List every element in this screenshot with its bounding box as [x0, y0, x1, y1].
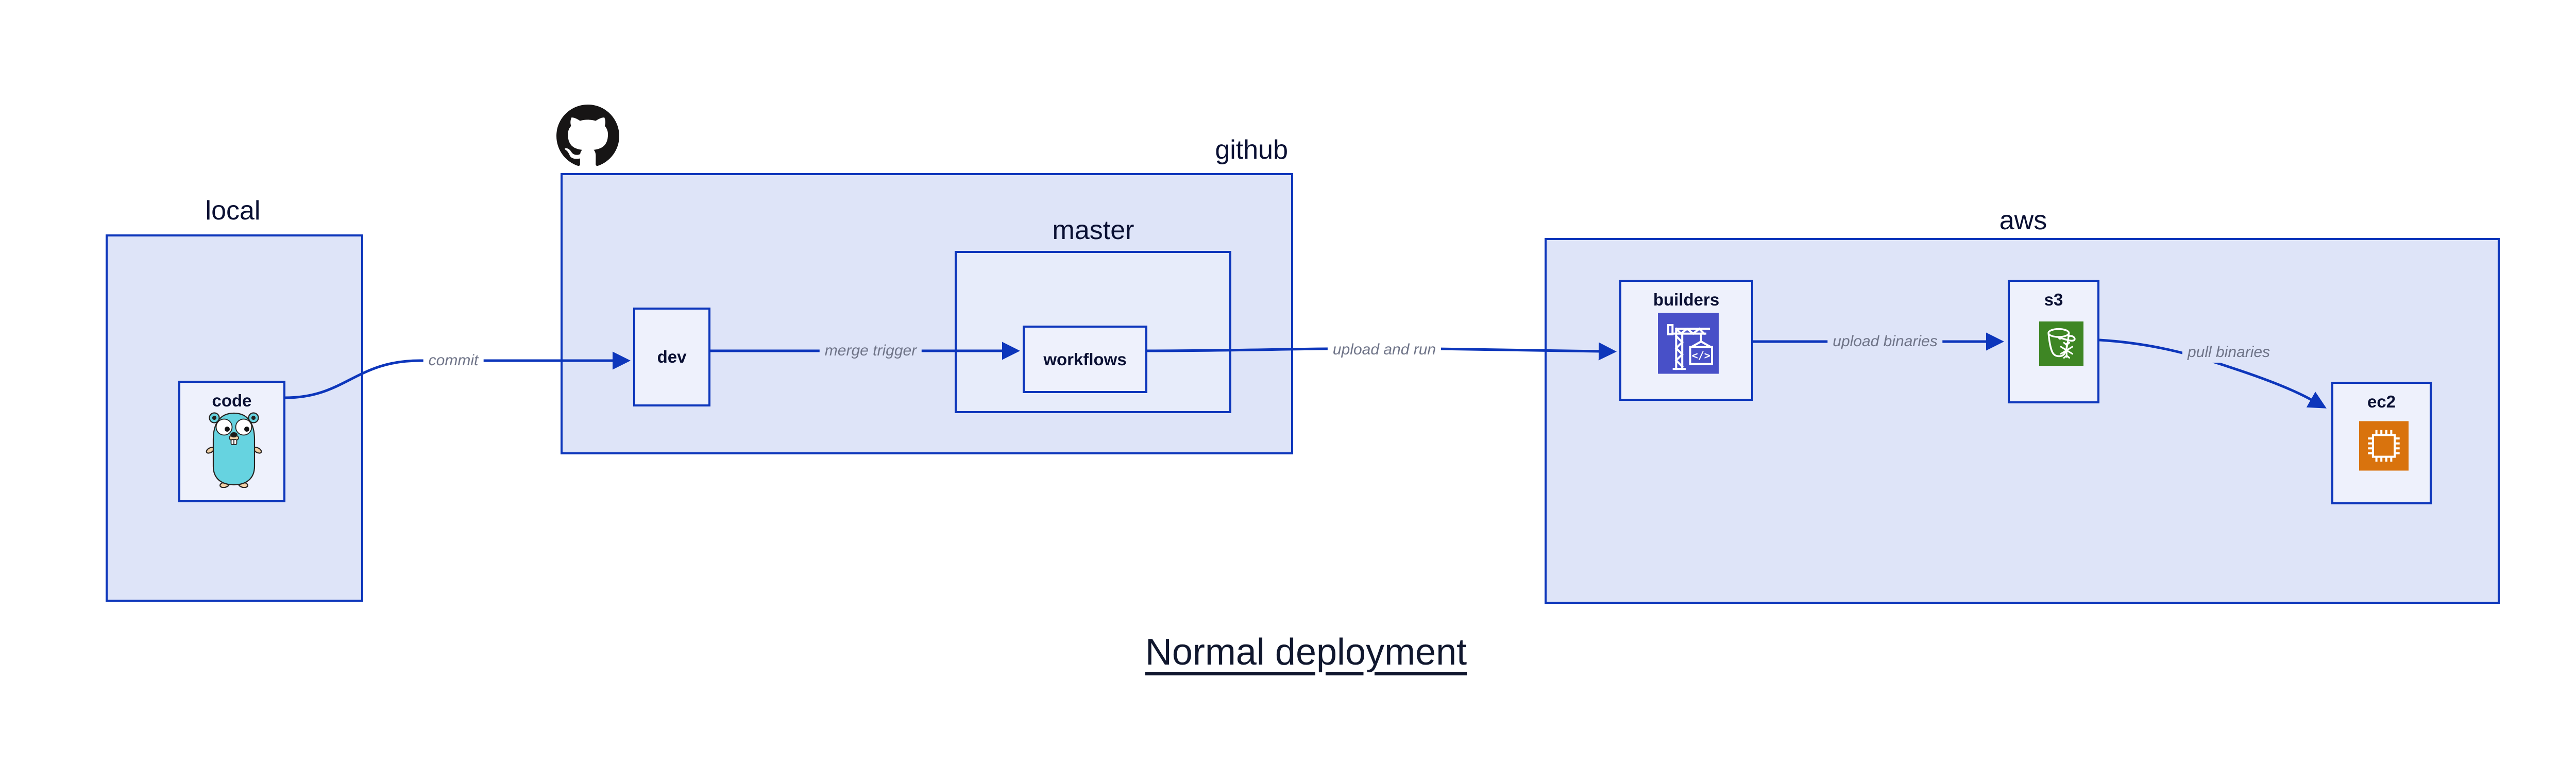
ec2-node-label: ec2: [2367, 392, 2396, 411]
builders-node: builders </>: [1619, 280, 1753, 401]
workflows-node: workflows: [1023, 326, 1147, 393]
builders-node-label: builders: [1653, 290, 1720, 309]
aws-container-label: aws: [1999, 206, 2047, 235]
dev-node: dev: [633, 308, 710, 406]
dev-node-label: dev: [657, 347, 687, 366]
aws-s3-glacier-bucket-icon: [2039, 321, 2084, 366]
codebuild-code-glyph: </>: [1692, 349, 1710, 362]
s3-node-label: s3: [2044, 290, 2063, 309]
s3-node: s3: [2008, 280, 2099, 403]
merge-trigger-edge-label: merge trigger: [819, 341, 922, 361]
github-octocat-icon: [556, 105, 619, 167]
upload-binaries-edge-label: upload binaries: [1827, 331, 1943, 352]
commit-edge-label: commit: [423, 350, 484, 371]
github-container-label: github: [1215, 135, 1288, 165]
master-container-label: master: [1052, 215, 1134, 245]
go-gopher-icon: [206, 410, 262, 488]
aws-ec2-chip-icon: [2359, 420, 2409, 471]
ec2-node: ec2: [2331, 382, 2432, 504]
upload-and-run-edge-label: upload and run: [1327, 339, 1442, 360]
code-node: code: [178, 381, 285, 502]
pull-binaries-edge-label: pull binaries: [2182, 342, 2276, 363]
workflows-node-label: workflows: [1043, 349, 1127, 369]
diagram-title: Normal deployment: [1145, 632, 1467, 673]
code-node-label: code: [212, 391, 252, 410]
aws-codebuild-crane-icon: </>: [1658, 313, 1719, 374]
local-container-label: local: [205, 196, 261, 226]
